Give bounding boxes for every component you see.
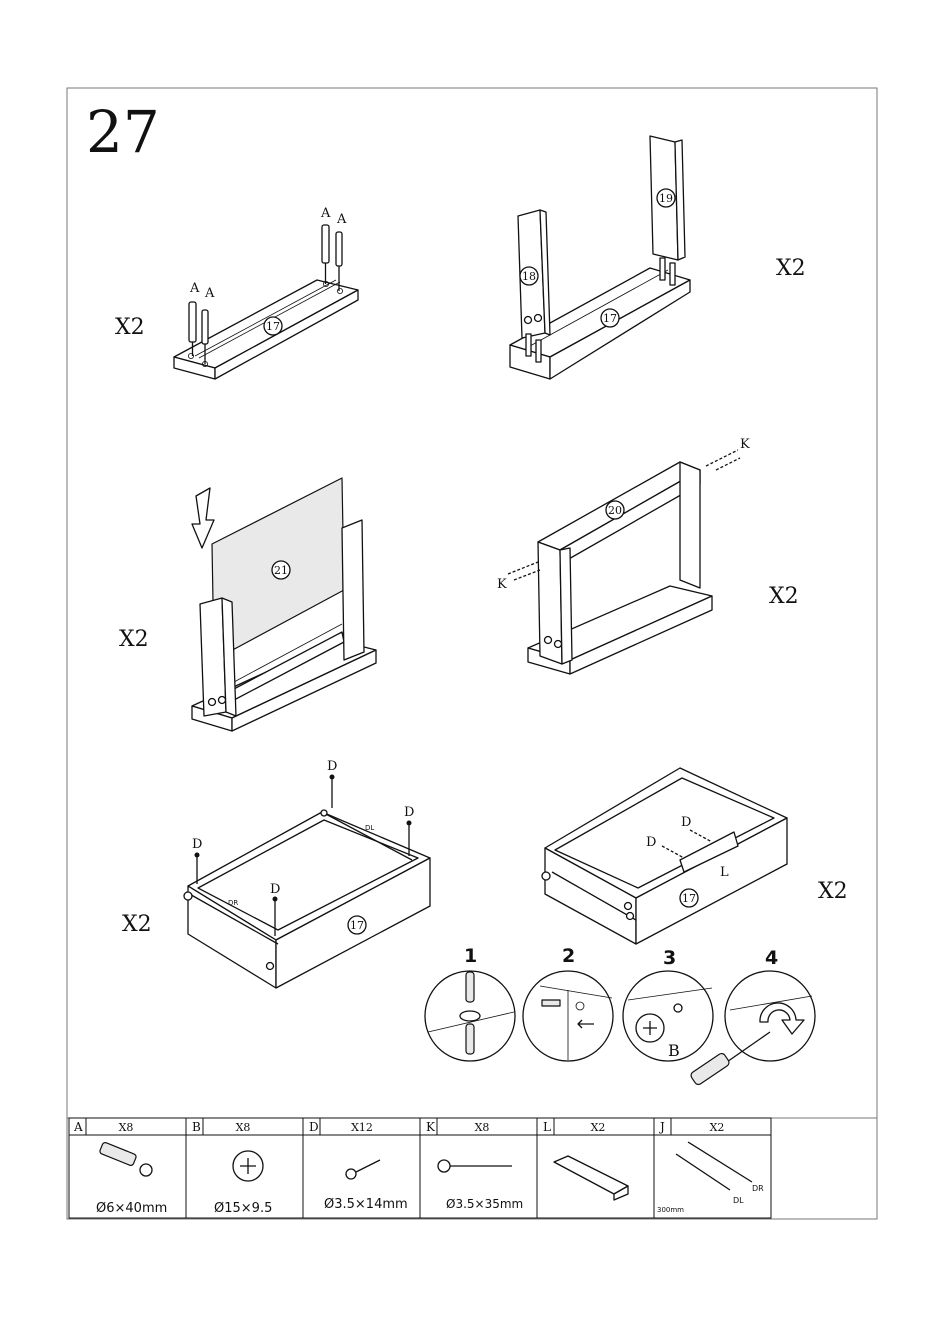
cam-step-number: 4 <box>765 947 778 969</box>
panel-number: 21 <box>274 564 288 577</box>
panel-2-side-panels: X2 18 19 17 <box>510 136 806 379</box>
drawer-handle-icon <box>554 1156 628 1200</box>
hardware-letter: J <box>658 1120 665 1134</box>
hardware-qty: X8 <box>475 1121 490 1134</box>
short-screw-icon <box>346 1160 380 1179</box>
hardware-cell-d: D X12 Ø3.5×14mm <box>309 1120 408 1212</box>
panel-number: 17 <box>350 919 364 932</box>
panel-4-top-rail: X2 K K 20 <box>497 437 799 674</box>
panel-number: 18 <box>522 270 536 283</box>
hardware-size: Ø3.5×35mm <box>446 1197 523 1211</box>
part-label-a: A <box>336 212 347 227</box>
step-number: 27 <box>86 98 160 166</box>
multiplier-label: X2 <box>769 584 799 609</box>
part-label-k: K <box>740 437 750 452</box>
panel-number: 20 <box>608 504 622 517</box>
hardware-qty: X8 <box>236 1121 251 1134</box>
long-screw-icon <box>438 1160 512 1172</box>
part-label-a: A <box>320 206 331 221</box>
runner-label-dr: DR <box>752 1184 764 1193</box>
part-label-d: D <box>681 815 691 830</box>
multiplier-label: X2 <box>122 912 152 937</box>
panel-number: 17 <box>266 320 280 333</box>
runner-length: 300mm <box>657 1206 684 1214</box>
multiplier-label: X2 <box>119 627 149 652</box>
hardware-letter: A <box>73 1120 83 1134</box>
hardware-qty: X12 <box>351 1121 373 1134</box>
multiplier-label: X2 <box>776 256 806 281</box>
hardware-letter: B <box>192 1120 201 1134</box>
panel-number: 17 <box>682 892 696 905</box>
multiplier-label: X2 <box>115 315 145 340</box>
hardware-qty: X8 <box>119 1121 134 1134</box>
panel-1-cam-bolts: X2 A A A A 17 <box>115 206 358 379</box>
runner-label-dl: DL <box>733 1196 744 1205</box>
panel-number: 17 <box>603 312 617 325</box>
hardware-letter: L <box>543 1120 551 1134</box>
part-label-a: A <box>189 281 200 296</box>
hardware-size: Ø15×9.5 <box>214 1201 272 1216</box>
part-label-d: D <box>646 835 656 850</box>
part-label-l: L <box>720 865 729 880</box>
hardware-table: A X8 Ø6×40mm B X8 Ø15×9.5 D X12 <box>69 1118 771 1218</box>
hardware-cell-b: B X8 Ø15×9.5 <box>192 1120 272 1216</box>
hardware-letter: D <box>309 1120 319 1134</box>
cam-step-number: 3 <box>663 947 676 969</box>
part-label-d: D <box>270 882 280 897</box>
cam-lock-icon <box>233 1151 263 1181</box>
drawer-runners-icon <box>676 1142 752 1190</box>
cam-step-number: 1 <box>464 945 477 967</box>
cam-bolt-icon <box>99 1142 152 1176</box>
part-label-k: K <box>497 577 507 592</box>
hardware-qty: X2 <box>710 1121 725 1134</box>
hardware-size: Ø3.5×14mm <box>324 1197 408 1212</box>
hardware-letter: K <box>426 1120 436 1134</box>
part-label-b: B <box>668 1041 680 1060</box>
part-label-d: D <box>192 837 202 852</box>
part-label-a: A <box>204 286 215 301</box>
hardware-qty: X2 <box>591 1121 606 1134</box>
part-label-d: D <box>404 805 414 820</box>
multiplier-label: X2 <box>818 879 848 904</box>
part-label-d: D <box>327 759 337 774</box>
panel-3-back-panel: X2 21 <box>119 478 376 731</box>
hardware-size: Ø6×40mm <box>96 1201 167 1216</box>
cam-step-number: 2 <box>562 945 575 967</box>
hardware-cell-l: L X2 <box>543 1120 628 1200</box>
panel-6-drawer-handle: X2 D D L 17 <box>542 768 848 944</box>
panel-number: 19 <box>659 192 673 205</box>
hardware-cell-k: K X8 Ø3.5×35mm <box>426 1120 523 1211</box>
cam-lock-steps: 1 2 3 4 B <box>425 945 815 1086</box>
hardware-cell-j: J X2 DR DL 300mm <box>657 1120 764 1214</box>
runner-label-dl: DL <box>365 824 374 832</box>
hardware-cell-a: A X8 Ø6×40mm <box>73 1120 167 1216</box>
panel-5-drawer-runners: X2 D D D D DL DR 17 <box>122 759 430 988</box>
runner-label-dr: DR <box>228 899 238 907</box>
